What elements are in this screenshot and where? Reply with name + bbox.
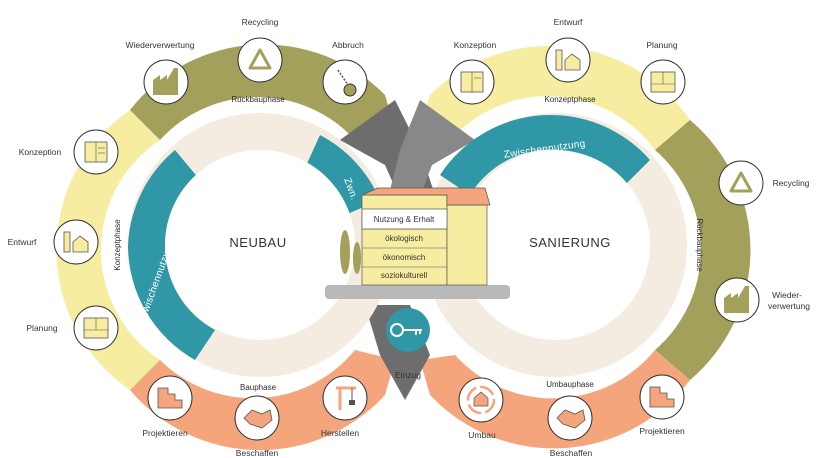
tree-icon: [340, 230, 350, 274]
wrecking-ball-icon: [337, 69, 357, 97]
entwurf-right-label: Entwurf: [554, 17, 583, 27]
abbruch-label: Abbruch: [332, 40, 364, 50]
tree-icon: [353, 242, 361, 274]
node-planung-right: Planung: [640, 40, 686, 105]
recycle-icon: [729, 171, 753, 193]
neubau-inner-ring: [127, 113, 392, 377]
renovation-icon: [466, 385, 496, 415]
projektieren-right-label: Projektieren: [639, 426, 685, 436]
neubau-title: NEUBAU: [229, 235, 286, 250]
node-konzeption-left: Konzeption: [19, 129, 119, 175]
projektieren-label: Projektieren: [142, 428, 188, 438]
einzug-label: Einzug: [395, 370, 421, 380]
wieder-label-1: Wieder-: [772, 290, 802, 300]
beschaffen-label: Beschaffen: [236, 448, 279, 458]
steps-icon: [649, 386, 675, 408]
node-recycling-left: Recycling: [237, 17, 283, 83]
blueprint-icon: [84, 141, 108, 163]
recycle-icon: [248, 48, 272, 70]
planung-right-label: Planung: [646, 40, 677, 50]
sanierung-konzept-label: Konzeptphase: [544, 95, 596, 104]
steps-icon: [157, 387, 183, 409]
key-icon: [390, 323, 422, 337]
oekologisch-label: ökologisch: [385, 234, 423, 243]
node-entwurf-right: Entwurf: [545, 17, 591, 83]
center-building: Nutzung & Erhalt ökologisch ökonomisch s…: [325, 187, 510, 299]
wiederverwertung-label: Wiederverwertung: [126, 40, 195, 50]
wieder-label-2: verwertung: [768, 301, 810, 311]
soziokulturell-label: soziokulturell: [381, 271, 427, 280]
node-beschaffen-right: Beschaffen: [547, 395, 593, 458]
neubau-zwn-band: [305, 135, 380, 215]
building-base: [325, 285, 510, 299]
neubau-rueckbau-label: Rückbauphase: [231, 95, 285, 104]
beschaffen-right-label: Beschaffen: [550, 448, 593, 458]
node-planung-left: Planung: [26, 305, 119, 351]
handshake-icon: [556, 409, 586, 429]
node-abbruch: Abbruch: [322, 40, 368, 105]
sanierung-inner-ring: [423, 113, 687, 377]
node-wiederverwertung-right: Wieder- verwertung: [714, 277, 810, 323]
blueprint-icon: [460, 71, 484, 93]
house-plan-icon: [555, 49, 581, 71]
factory-icon: [153, 68, 178, 95]
crane-icon: [336, 386, 356, 410]
entwurf-label: Entwurf: [8, 237, 37, 247]
oekonomisch-label: ökonomisch: [383, 253, 426, 262]
node-entwurf-left: Entwurf: [8, 219, 99, 265]
sanierung-umbau-band: [420, 350, 690, 449]
node-wiederverwertung-left: Wiederverwertung: [126, 40, 195, 105]
umbau-label: Umbau: [468, 430, 496, 440]
sanierung-umbau-label: Umbauphase: [546, 380, 594, 389]
handshake-icon: [243, 409, 273, 429]
sanierung-rueckbau-label: Rückbauphase: [695, 218, 704, 272]
recycling-right-label: Recycling: [773, 178, 810, 188]
herstellen-label: Herstellen: [321, 428, 360, 438]
node-umbau: Umbau: [458, 377, 504, 440]
konzeption-label: Konzeption: [19, 147, 62, 157]
house-plan-icon: [63, 231, 89, 253]
sanierung-title: SANIERUNG: [529, 235, 611, 250]
sanierung-zwischennutzung-band: [440, 114, 650, 195]
floor-plan-icon: [83, 317, 109, 339]
neubau-konzept-label: Konzeptphase: [113, 219, 122, 271]
recycling-label: Recycling: [242, 17, 279, 27]
node-projektieren-right: Projektieren: [639, 374, 685, 436]
neubau-bau-label: Bauphase: [240, 383, 277, 392]
planung-label: Planung: [26, 323, 57, 333]
node-projektieren-left: Projektieren: [142, 375, 193, 438]
node-konzeption-right: Konzeption: [449, 40, 497, 105]
neubau-zwischennutzung-band: [127, 150, 215, 360]
node-beschaffen-left: Beschaffen: [234, 395, 280, 458]
konzeption-right-label: Konzeption: [454, 40, 497, 50]
nutzung-erhalt-label: Nutzung & Erhalt: [374, 215, 435, 224]
einzug-node: Einzug: [386, 308, 430, 380]
node-herstellen: Herstellen: [321, 375, 368, 438]
node-recycling-right: Recycling: [718, 160, 810, 206]
floor-plan-icon: [650, 71, 676, 93]
factory-icon: [724, 286, 749, 313]
